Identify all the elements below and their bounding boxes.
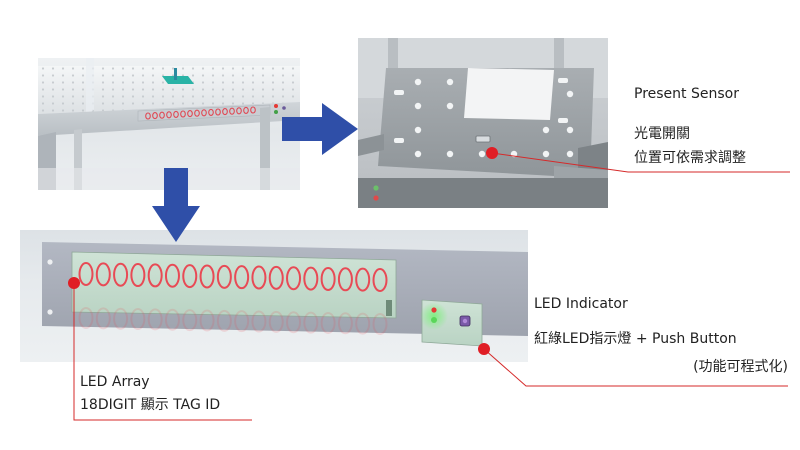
present-sensor-line2: 位置可依需求調整 — [634, 150, 746, 166]
reflector-card — [464, 68, 554, 120]
led-digit-reflection — [268, 310, 284, 333]
led-digit — [286, 266, 302, 291]
arrow-down — [152, 168, 200, 242]
led-digit-reflection — [286, 311, 302, 334]
photo-sensor — [475, 135, 491, 143]
present-sensor-line1: 光電開關 — [634, 126, 690, 142]
led-indicator-line2: (功能可程式化) — [693, 359, 788, 375]
sensor-plate — [162, 76, 194, 84]
green-led — [431, 317, 437, 323]
led-digit — [372, 268, 388, 292]
led-digit — [303, 266, 319, 291]
led-digit-reflection — [337, 312, 353, 335]
led-digit — [251, 265, 267, 290]
led-panel-illustration — [42, 242, 528, 347]
led-digit-reflection — [320, 311, 336, 334]
led-digit-reflection — [355, 312, 371, 335]
red-led — [431, 307, 437, 313]
arrow-right — [282, 103, 358, 155]
present-sensor-title: Present Sensor — [634, 86, 739, 102]
sensor-tray-illustration — [358, 38, 608, 208]
led-indicator-title: LED Indicator — [534, 296, 628, 312]
led-panel-photo — [20, 230, 528, 362]
led-digit — [268, 265, 284, 290]
led-array-title: LED Array — [80, 374, 150, 390]
shelf-illustration — [38, 58, 300, 190]
led-digit — [337, 267, 353, 292]
led-indicator-line1: 紅綠LED指示燈 + Push Button — [534, 331, 737, 347]
led-digit-reflection — [372, 313, 388, 335]
shelf-led-strip — [145, 106, 256, 120]
led-digit — [320, 266, 336, 291]
led-digit-reflection — [251, 310, 267, 333]
sensor-tray-photo — [358, 38, 608, 208]
shelf-photo — [38, 58, 300, 190]
led-digit-reflection — [303, 311, 319, 334]
led-array-line1: 18DIGIT 顯示 TAG ID — [80, 397, 221, 413]
led-digit — [355, 267, 371, 292]
